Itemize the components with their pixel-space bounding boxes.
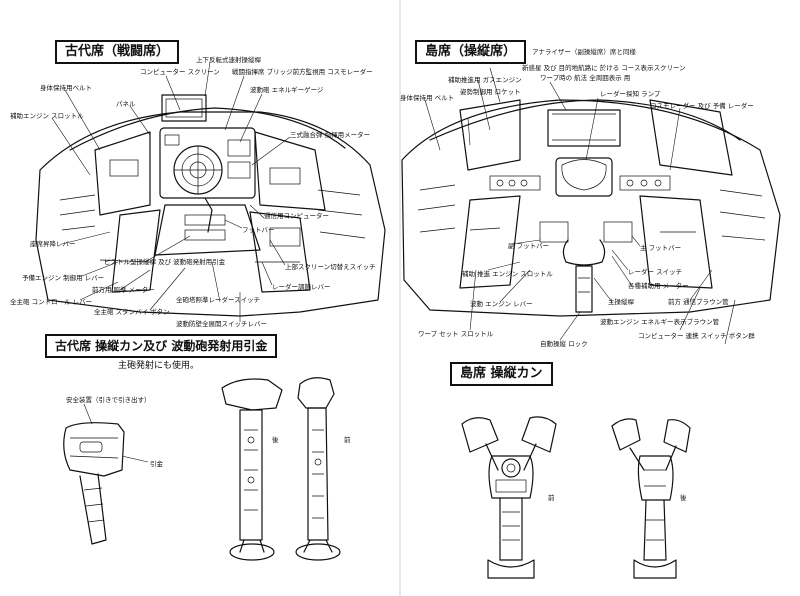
label-l13: ピストル型操縦桿 及び 波動砲発射用引金 (104, 258, 226, 266)
label-r9: 副 フットバー (508, 242, 550, 250)
shima-control-yoke-sketch (461, 416, 691, 579)
label-r8: 主 フットバー (640, 244, 682, 252)
kodai-grip-title: 古代席 操縦カン及び 波動砲発射用引金 (45, 334, 278, 358)
label-r1: 新惑星 及び 目的地航路に 於ける コース表示スクリーン (522, 64, 686, 72)
label-r2: ワープ時の 航法 全周囲表示 用 (540, 74, 631, 82)
kodai-label-leaders (51, 61, 291, 322)
grip-label-trigger: 引金 (150, 460, 163, 468)
label-l4: 補助エンジン スロットル (10, 112, 84, 120)
grip-label-front: 前 (344, 436, 351, 444)
label-l3: 身体保持用ベルト (40, 84, 92, 92)
shima-stick-title: 島席 操縦カン (450, 362, 553, 386)
label-l19: 波動防壁全展開スイッチレバー (176, 320, 267, 328)
label-l17: 全主砲 スタンバイ ボタン (94, 308, 170, 316)
label-r13: 補助 推進 エンジン スロットル (462, 270, 553, 278)
label-l7: 三式融合弾 指揮用メーター (290, 131, 371, 139)
label-l8: フットバー (242, 226, 275, 234)
label-l12: 座席昇降レバー (30, 240, 76, 248)
label-r11: 各種補助用 メーター (628, 282, 689, 290)
stick-label-rear: 後 (680, 494, 687, 502)
label-r3: 姿勢制御用 ロケット (460, 88, 521, 96)
label-l5: パネル (116, 100, 136, 108)
label-l9: 通信用コンピューター (264, 212, 329, 220)
label-l18: 全砲塔照準レーダースイッチ (176, 296, 261, 304)
label-r18: 前方 通信ブラウン管 (668, 298, 729, 306)
label-l10: 上部スクリーン切替えスイッチ (285, 263, 376, 271)
label-l6: 波動砲 エネルギーゲージ (250, 86, 324, 94)
label-r10: レーダー スイッチ (628, 268, 683, 276)
label-r7: コスモレーダー 及び 予備 レーダー (650, 102, 754, 110)
label-r16: ワープ セット スロットル (418, 330, 494, 338)
page-spine (399, 0, 401, 596)
label-r14: 波動 エンジン レバー (470, 300, 533, 308)
label-r0: アナライザー（副操縦席）席と同様 (532, 48, 636, 56)
kodai-control-stick-views-sketch (221, 377, 341, 561)
label-l15: 全主砲 コントロール レバー (10, 298, 93, 306)
stick-label-front: 前 (548, 494, 555, 502)
label-r4: 身体保持用 ベルト (400, 94, 455, 102)
label-r5: 補助推進用 ガスエンジン (448, 76, 522, 84)
label-l14: 予備エンジン 制御用 レバー (22, 274, 105, 282)
label-r17: 波動エンジン エネルギー表示ブラウン管 (600, 318, 720, 326)
label-r6: レーダー探知 ランプ (600, 90, 661, 98)
label-l2: 戦闘指揮席 ブリッジ前方監視用 コスモレーダー (232, 68, 373, 76)
shima-cockpit-sketch (401, 99, 781, 317)
kodai-grip-note: 主砲発射にも使用。 (118, 361, 200, 371)
shima-label-leaders (424, 67, 736, 345)
label-l0: 上下反転式速射操縦桿 (196, 56, 261, 64)
kodai-seat-title: 古代席（戦闘席） (55, 40, 180, 64)
grip-label-safety: 安全装置（引きで引き出す） (66, 396, 151, 404)
label-r12: 主操縦桿 (608, 298, 634, 306)
kodai-cockpit-sketch (35, 94, 386, 317)
grip-label-rear: 後 (272, 436, 279, 444)
label-l16: 前方用 照準 メーター (92, 286, 155, 294)
label-r19: コンピューター 連携 スイッチ ボタン群 (638, 332, 755, 340)
kodai-pistol-grip-sketch (63, 403, 149, 545)
shima-seat-title: 島席（操縦席） (415, 40, 527, 64)
label-l11: レーダー調節レバー (272, 283, 331, 291)
label-l1: コンピューター スクリーン (140, 68, 220, 76)
label-r15: 自動操縦 ロック (540, 340, 588, 348)
